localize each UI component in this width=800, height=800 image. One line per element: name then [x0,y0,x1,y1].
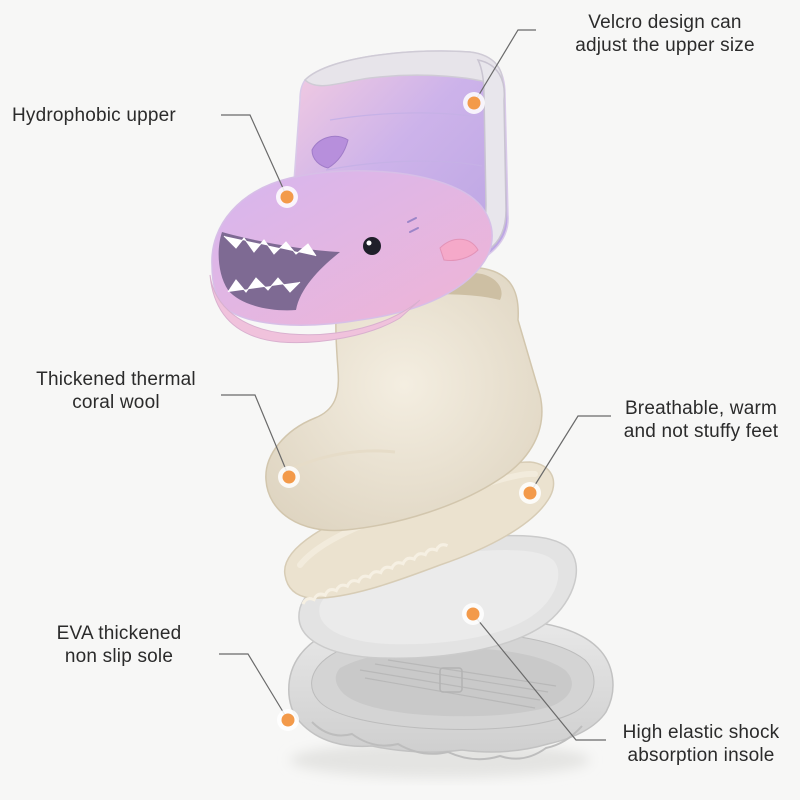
marker-coral-wool [278,466,300,488]
callout-coral-wool-line2: coral wool [72,392,160,413]
callout-markers [276,92,541,731]
callout-breathable: Breathable, warm and not stuffy feet [608,397,794,443]
leader-lines [219,29,611,741]
callout-breathable-line2: and not stuffy feet [623,421,779,442]
callout-eva-sole-line1: EVA thickened [56,623,182,644]
callout-velcro: Velcro design can adjust the upper size [560,11,770,57]
leader-line-breathable [529,415,611,494]
callout-velcro-line1: Velcro design can [588,12,742,33]
leader-line-velcro [473,29,536,104]
leader-line-eva-sole [219,653,289,721]
callout-coral-wool-line1: Thickened thermal [36,369,196,390]
leader-line-hydrophobic [221,114,288,198]
marker-insole [462,603,484,625]
callout-insole-line1: High elastic shock [622,722,780,743]
callout-eva-sole: EVA thickened non slip sole [26,622,212,668]
marker-eva-sole [277,709,299,731]
leader-line-coral-wool [221,394,290,478]
marker-hydrophobic [276,186,298,208]
marker-breathable [519,482,541,504]
callout-insole: High elastic shock absorption insole [608,721,794,767]
callout-velcro-line2: adjust the upper size [575,35,755,56]
marker-velcro [463,92,485,114]
callout-eva-sole-line2: non slip sole [64,646,174,667]
callout-insole-line2: absorption insole [627,745,775,766]
callout-hydrophobic-line1: Hydrophobic upper [12,105,176,126]
leader-line-insole [472,613,606,741]
callout-hydrophobic: Hydrophobic upper [12,104,212,127]
hydrophobic-upper [209,50,509,344]
callout-coral-wool: Thickened thermal coral wool [18,368,214,414]
callout-breathable-line1: Breathable, warm [624,398,778,419]
